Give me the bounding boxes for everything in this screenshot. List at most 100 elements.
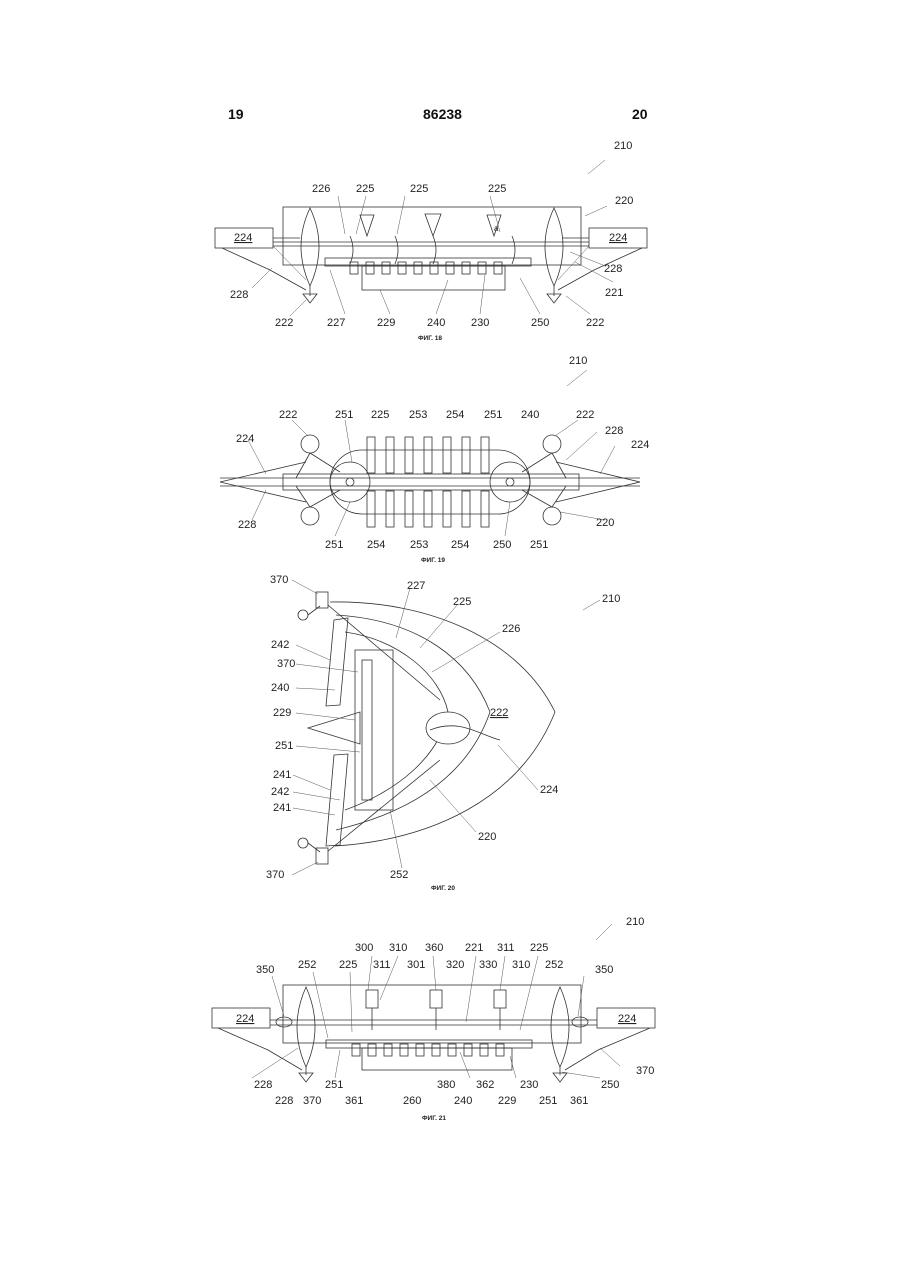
reference-numeral: 254 <box>367 539 385 551</box>
reference-numeral: 229 <box>377 317 395 329</box>
figure-19: 210 222 251 225 253 254 251 240 222 228 … <box>220 355 649 564</box>
reference-numeral: 252 <box>545 959 563 971</box>
reference-numeral: 227 <box>327 317 345 329</box>
reference-numeral: 250 <box>493 539 511 551</box>
reference-numeral: 222 <box>275 317 293 329</box>
reference-numeral: 253 <box>409 409 427 421</box>
reference-numeral: 228 <box>230 289 248 301</box>
tine-row-top <box>367 437 489 473</box>
reference-numeral: 210 <box>569 355 587 367</box>
reference-numeral: 225 <box>371 409 389 421</box>
reference-numeral: 250 <box>531 317 549 329</box>
reference-numeral: 241 <box>273 769 291 781</box>
reference-numeral: 240 <box>521 409 539 421</box>
figure-21: 210 300 310 360 221 311 225 350 252 225 … <box>212 916 655 1122</box>
reference-numeral: 224 <box>540 784 558 796</box>
reference-numeral: 240 <box>271 682 289 694</box>
reference-numeral: 225 <box>488 183 506 195</box>
reference-numeral: 228 <box>604 263 622 275</box>
figure-caption: ФИГ. 18 <box>418 335 442 342</box>
figure-caption: ФИГ. 21 <box>422 1115 446 1122</box>
figure-caption: ФИГ. 20 <box>431 885 455 892</box>
reference-numeral: 242 <box>271 639 289 651</box>
reference-numeral: 362 <box>476 1079 494 1091</box>
drive-belt <box>330 450 530 514</box>
reference-numeral: 361 <box>345 1095 363 1107</box>
reference-numeral: 229 <box>273 707 291 719</box>
reference-numeral: 220 <box>615 195 633 207</box>
wheel-bottom-left <box>301 507 319 525</box>
reference-numeral: 361 <box>570 1095 588 1107</box>
reference-numeral: 254 <box>446 409 464 421</box>
reference-numeral: 224 <box>234 232 252 244</box>
reference-numeral: 224 <box>609 232 627 244</box>
reference-numeral: 370 <box>277 658 295 670</box>
reference-numeral: 251 <box>275 740 293 752</box>
reference-numeral: 370 <box>303 1095 321 1107</box>
figure-20: 370 227 225 210 226 242 370 240 229 222 … <box>266 574 620 892</box>
reference-numeral: 250 <box>601 1079 619 1091</box>
reference-numeral: 380 <box>437 1079 455 1091</box>
reference-numeral: 251 <box>530 539 548 551</box>
reference-numeral: 222 <box>490 707 508 719</box>
reference-numeral: 242 <box>271 786 289 798</box>
reference-numeral: 225 <box>339 959 357 971</box>
figure-caption: ФИГ. 19 <box>421 557 445 564</box>
reference-numeral: 225 <box>410 183 428 195</box>
disk-left <box>301 208 319 286</box>
wheel-top-left <box>301 435 319 453</box>
reference-numeral: 210 <box>626 916 644 928</box>
reference-numeral: 350 <box>256 964 274 976</box>
reference-numeral: 222 <box>279 409 297 421</box>
reference-numeral: 311 <box>373 959 391 971</box>
reference-numeral: 229 <box>498 1095 516 1107</box>
reference-numeral: 228 <box>254 1079 272 1091</box>
reference-numeral: 225 <box>530 942 548 954</box>
reference-numeral: 252 <box>298 959 316 971</box>
reference-numeral: 222 <box>576 409 594 421</box>
hub <box>426 712 470 744</box>
reference-numeral: 224 <box>236 433 254 445</box>
reference-numeral: 254 <box>451 539 469 551</box>
reference-numeral: 311 <box>497 942 515 954</box>
reference-numeral: 210 <box>602 593 620 605</box>
reference-numeral: 301 <box>407 959 425 971</box>
reference-numeral: 226 <box>502 623 520 635</box>
reference-numeral: 330 <box>479 959 497 971</box>
wheel-top-right <box>543 435 561 453</box>
reference-numeral: 230 <box>471 317 489 329</box>
tine-row-bottom <box>367 491 489 527</box>
reference-numeral: 227 <box>407 580 425 592</box>
reference-numeral: 310 <box>389 942 407 954</box>
frame-outline <box>283 207 581 265</box>
reference-numeral: 240 <box>427 317 445 329</box>
reference-numeral: 224 <box>236 1013 254 1025</box>
reference-numeral: 300 <box>355 942 373 954</box>
reference-numeral: 251 <box>539 1095 557 1107</box>
reference-numeral: 224 <box>631 439 649 451</box>
reference-numeral: 251 <box>325 1079 343 1091</box>
reference-numeral: a <box>494 224 499 233</box>
disk-right <box>545 208 563 286</box>
reference-numeral: 320 <box>446 959 464 971</box>
reference-numeral: 225 <box>453 596 471 608</box>
wheel-bottom-right <box>543 507 561 525</box>
reference-numeral: 228 <box>238 519 256 531</box>
reference-numeral: 253 <box>410 539 428 551</box>
reference-numeral: 252 <box>390 869 408 881</box>
reference-numeral: 260 <box>403 1095 421 1107</box>
reference-numeral: 370 <box>636 1065 654 1077</box>
tine-row <box>352 1044 504 1056</box>
figure-18: 210 226 225 225 225 220 224 224 228 228 … <box>215 140 647 342</box>
reference-numeral: 230 <box>520 1079 538 1091</box>
reference-numeral: 350 <box>595 964 613 976</box>
reference-numeral: 225 <box>356 183 374 195</box>
reference-numeral: 228 <box>275 1095 293 1107</box>
reference-numeral: 251 <box>325 539 343 551</box>
reference-numeral: 220 <box>596 517 614 529</box>
reference-numeral: 222 <box>586 317 604 329</box>
reference-numeral: 240 <box>454 1095 472 1107</box>
reference-numeral: 241 <box>273 802 291 814</box>
reference-numeral: 370 <box>270 574 288 586</box>
